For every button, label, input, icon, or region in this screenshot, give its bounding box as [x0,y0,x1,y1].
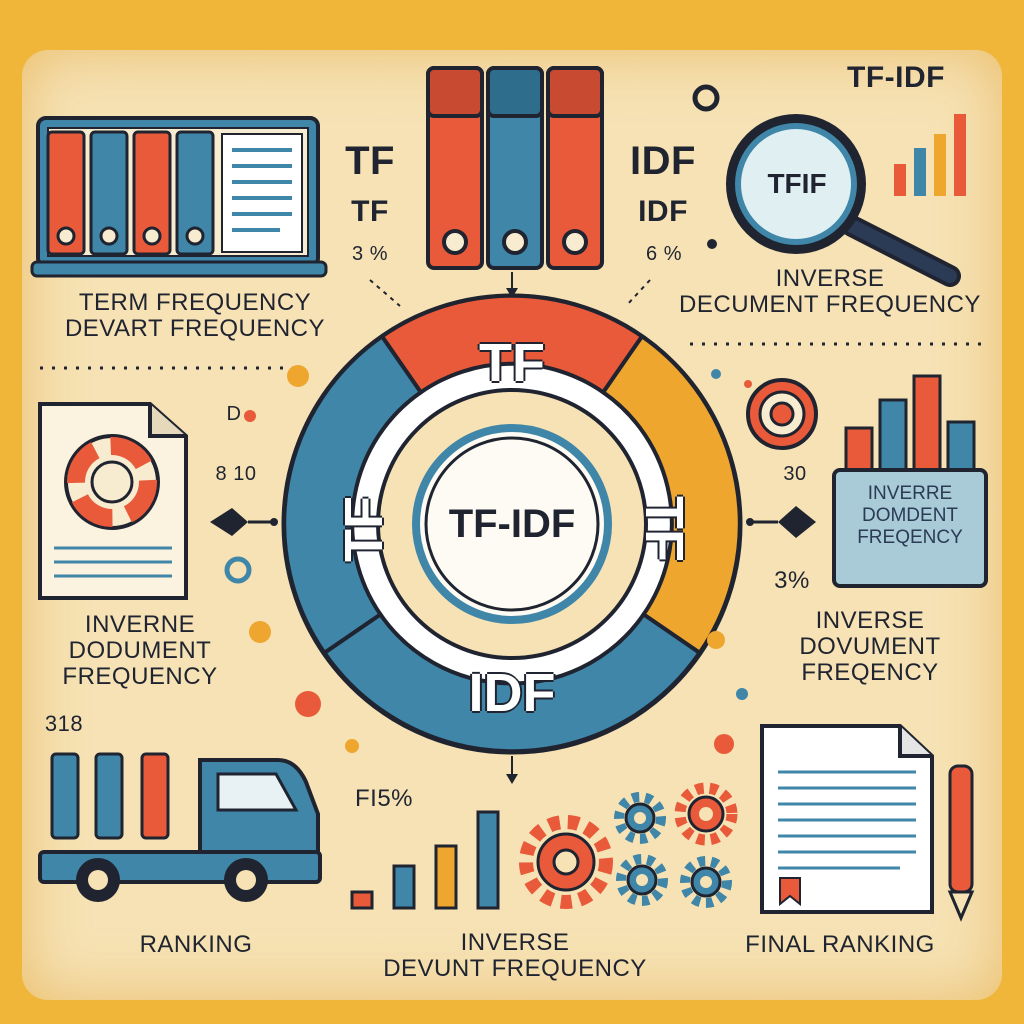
tf-side-label: TF [345,139,395,183]
idf-side-label: IDF [630,139,696,183]
right-percent: 3% [774,567,810,594]
wheel-top-label: TF [479,333,545,393]
target-dot-icon [692,84,720,112]
gear-icon [680,856,732,908]
target-icon [746,378,818,450]
tf-side-sublabel: TF [351,195,389,228]
left-note-top: D [226,403,242,425]
ranking-label: RANKING [139,931,253,958]
connector-line [625,279,651,307]
left-arrow-connector [210,508,278,584]
document-pie-icon [38,402,188,600]
idf-percent: 6 % [646,243,682,265]
inverse-document-frequency-bottom-label: INVERSE DEVUNT FREQUENCY [383,929,647,982]
board-label: INVERRE DOMDENT FREQENCY [857,483,963,548]
inverse-document-frequency-label: INVERSE DECUMENT FREQUENCY [679,265,981,318]
bottom-bar-chart-icon [350,810,500,910]
inverse-document-frequency-right-label: INVERSE DOVUMENT FREQENCY [799,607,941,686]
document-pen-icon [760,724,975,922]
left-note: 8 10 [215,463,257,485]
arrow-icon [506,774,518,784]
bar-chart-board-icon [832,374,988,588]
magnifier-label: TFIF [767,168,827,199]
gear-icon [616,854,668,906]
arrow-icon [506,288,518,298]
binders-icon [426,66,604,270]
bottom-left-note: 318 [44,711,84,736]
final-ranking-label: FINAL RANKING [745,931,935,958]
small-bar-chart-icon [894,114,966,196]
wheel-bottom-label: IDF [468,663,556,723]
tf-idf-title: TF-IDF [847,61,945,94]
decorative-dots [244,239,752,754]
wheel-left-label: TF [334,496,394,562]
inverse-document-frequency-left-label: INVERNE DODUMENT FREQUENCY [62,611,218,690]
magnifying-glass-icon [726,114,961,287]
delivery-truck-icon [38,752,322,902]
gear-icon [614,792,666,844]
bottom-middle-note: FI5% [354,785,413,812]
gear-icon [674,782,738,846]
connector-line [369,279,401,307]
term-frequency-label: TERM FREQUENCY DEVART FREQUENCY [64,289,326,342]
gear-icon [519,815,613,909]
idf-side-sublabel: IDF [638,195,688,228]
right-arrow-connector [746,506,816,538]
wheel-center-label: TF-IDF [448,502,576,546]
tf-idf-wheel [281,293,743,755]
tf-percent: 3 % [352,243,388,265]
right-note: 30 [783,463,807,485]
wheel-right-label: TF [634,496,694,562]
laptop-binders-icon [30,116,328,278]
